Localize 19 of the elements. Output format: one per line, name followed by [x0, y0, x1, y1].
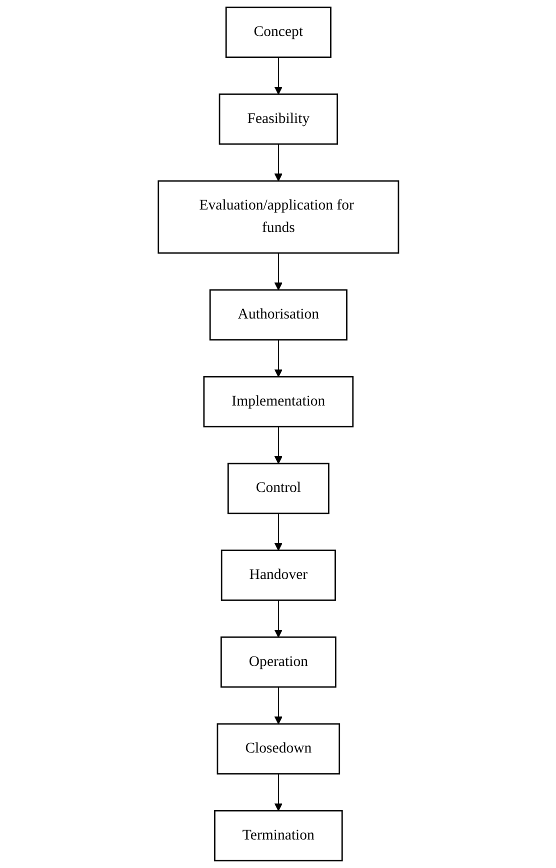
- node-box: Operation: [220, 636, 336, 688]
- node-box: Handover: [220, 550, 336, 601]
- arrow: [274, 426, 282, 464]
- node-box: Authorisation: [208, 289, 348, 340]
- arrow: [274, 144, 282, 182]
- node-box: Closedown: [216, 723, 340, 774]
- node-box: Evaluation/application for funds: [157, 180, 399, 254]
- arrow: [274, 252, 282, 290]
- node-box: Concept: [224, 6, 331, 58]
- arrow: [274, 512, 282, 551]
- node-box: Feasibility: [218, 94, 338, 145]
- arrow: [274, 339, 282, 378]
- arrow: [274, 600, 282, 638]
- node-box: Implementation: [202, 376, 354, 428]
- arrow: [274, 56, 282, 95]
- node-box: Control: [227, 462, 329, 514]
- arrow: [274, 773, 282, 812]
- arrow: [274, 686, 282, 724]
- node-box: Termination: [214, 810, 342, 862]
